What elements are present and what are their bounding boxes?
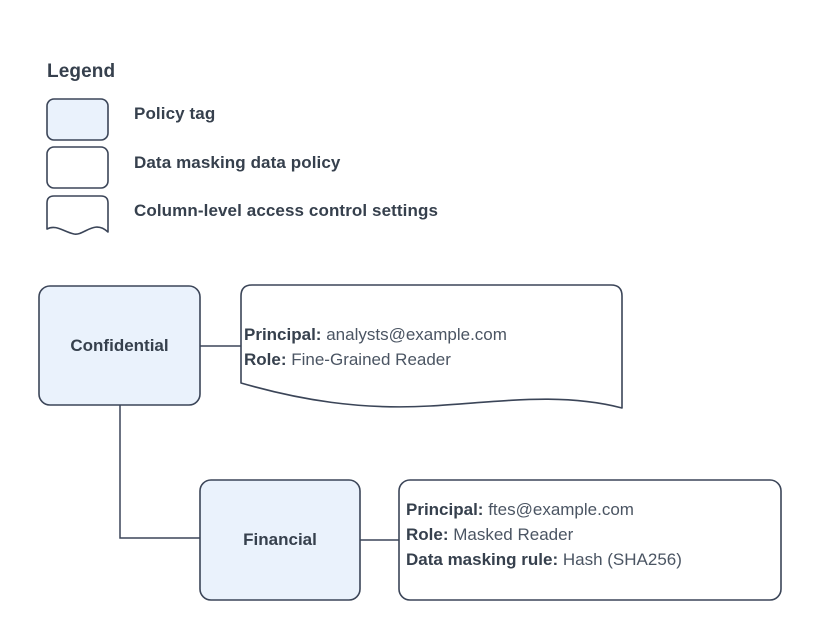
node-label-financial: Financial (243, 530, 317, 549)
callout-row-value: Fine-Grained Reader (291, 350, 451, 369)
legend-swatch-data-masking-policy (46, 146, 109, 189)
callout-financial-policy[interactable] (398, 479, 782, 601)
node-confidential[interactable] (38, 285, 201, 406)
legend-title: Legend (47, 61, 116, 82)
callout-row-value: analysts@example.com (326, 325, 507, 344)
legend-item-label-data-masking-policy: Data masking data policy (134, 153, 341, 172)
legend-item-label-column-access-settings: Column-level access control settings (134, 201, 439, 220)
callout-financial-policy-text: Principal: ftes@example.com Role: Masked… (406, 497, 682, 572)
callout-row-value: Masked Reader (453, 525, 574, 544)
legend-swatch-policy-tag (46, 98, 109, 141)
node-label-confidential: Confidential (70, 336, 169, 355)
callout-row: Role: Masked Reader (406, 522, 682, 547)
node-financial[interactable] (199, 479, 361, 601)
legend-item-label-policy-tag: Policy tag (134, 104, 216, 123)
legend-swatch-column-access-settings (46, 195, 109, 235)
callout-row-value: ftes@example.com (488, 500, 634, 519)
callout-confidential-access[interactable] (240, 284, 623, 409)
callout-row: Role: Fine-Grained Reader (244, 347, 507, 372)
callout-row: Data masking rule: Hash (SHA256) (406, 547, 682, 572)
callout-confidential-access-text: Principal: analysts@example.com Role: Fi… (244, 322, 507, 372)
callout-row-key: Role: (406, 525, 449, 544)
callout-row-key: Principal: (244, 325, 322, 344)
callout-row: Principal: ftes@example.com (406, 497, 682, 522)
callout-row-key: Principal: (406, 500, 484, 519)
callout-row: Principal: analysts@example.com (244, 322, 507, 347)
callout-row-key: Role: (244, 350, 287, 369)
callout-row-value: Hash (SHA256) (562, 550, 682, 569)
connector-confidential-to-financial (119, 405, 200, 539)
callout-row-key: Data masking rule: (406, 550, 559, 569)
